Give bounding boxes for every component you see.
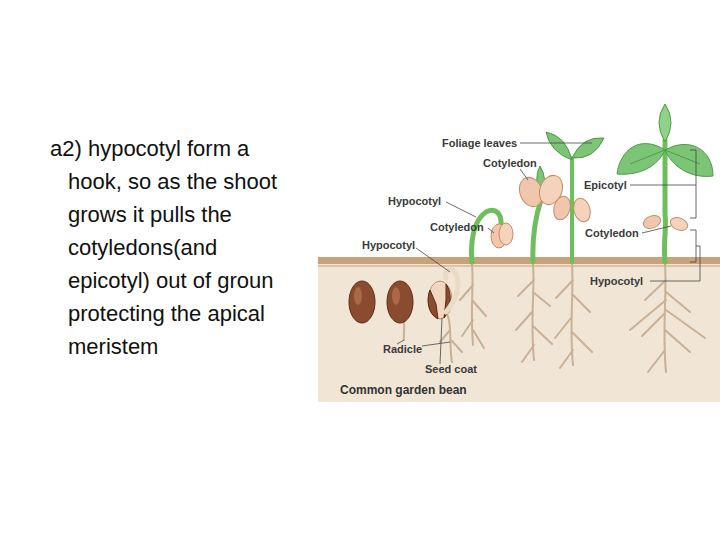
foliage-leaf — [659, 104, 671, 142]
figure-label: Hypocotyl — [590, 275, 643, 288]
root — [440, 316, 462, 362]
foliage-leaf — [665, 144, 713, 176]
radicle — [403, 322, 406, 340]
leader-line — [642, 226, 671, 233]
cotyledon — [499, 223, 513, 245]
leaf-vein — [630, 150, 700, 164]
figure-label: Cotyledon — [585, 227, 639, 240]
cotyledon — [428, 281, 452, 319]
cotyledon — [641, 213, 662, 230]
bean-seed — [387, 281, 413, 323]
figure-label: Epicotyl — [584, 179, 627, 192]
figure-caption: Common garden bean — [340, 383, 467, 397]
cotyledon — [571, 196, 593, 223]
bean-seed — [349, 281, 375, 323]
foliage-leaf — [572, 138, 604, 158]
root — [516, 264, 552, 362]
soil-surface — [318, 265, 720, 267]
slide-text: a2) hypocotyl form a hook, so as the sho… — [50, 132, 290, 363]
plant-stem — [664, 140, 665, 262]
figure-label: Radicle — [383, 343, 422, 356]
cotyledon — [551, 194, 573, 221]
soil — [318, 262, 720, 402]
cotyledon — [668, 215, 689, 232]
leader-line — [440, 318, 442, 364]
leader-line — [446, 202, 476, 217]
root — [555, 264, 592, 368]
figure-label: Hypocotyl — [388, 195, 441, 208]
seed-highlight — [354, 287, 362, 305]
figure-label: Cotyledon — [430, 221, 484, 234]
seed-highlight — [392, 287, 400, 305]
figure-label: Foliage leaves — [442, 137, 517, 150]
leader-line — [416, 248, 450, 272]
bracket — [690, 150, 696, 218]
figure-label: Cotyledon — [483, 157, 537, 170]
figure-label: Seed coat — [425, 363, 477, 376]
leader-line — [488, 228, 494, 233]
foliage-leaf — [617, 144, 665, 175]
hypocotyl-hook — [446, 269, 458, 312]
soil-surface — [318, 257, 720, 264]
leader-line — [630, 185, 696, 186]
bracket — [690, 230, 696, 262]
leader-line — [520, 143, 592, 144]
leader-line — [650, 246, 700, 281]
foliage-leaf — [546, 132, 572, 160]
figure-label: Hypocotyl — [362, 239, 415, 252]
seed-coat — [428, 290, 438, 319]
leader-line — [520, 169, 528, 180]
plant-stem — [533, 200, 541, 262]
root — [460, 264, 486, 348]
